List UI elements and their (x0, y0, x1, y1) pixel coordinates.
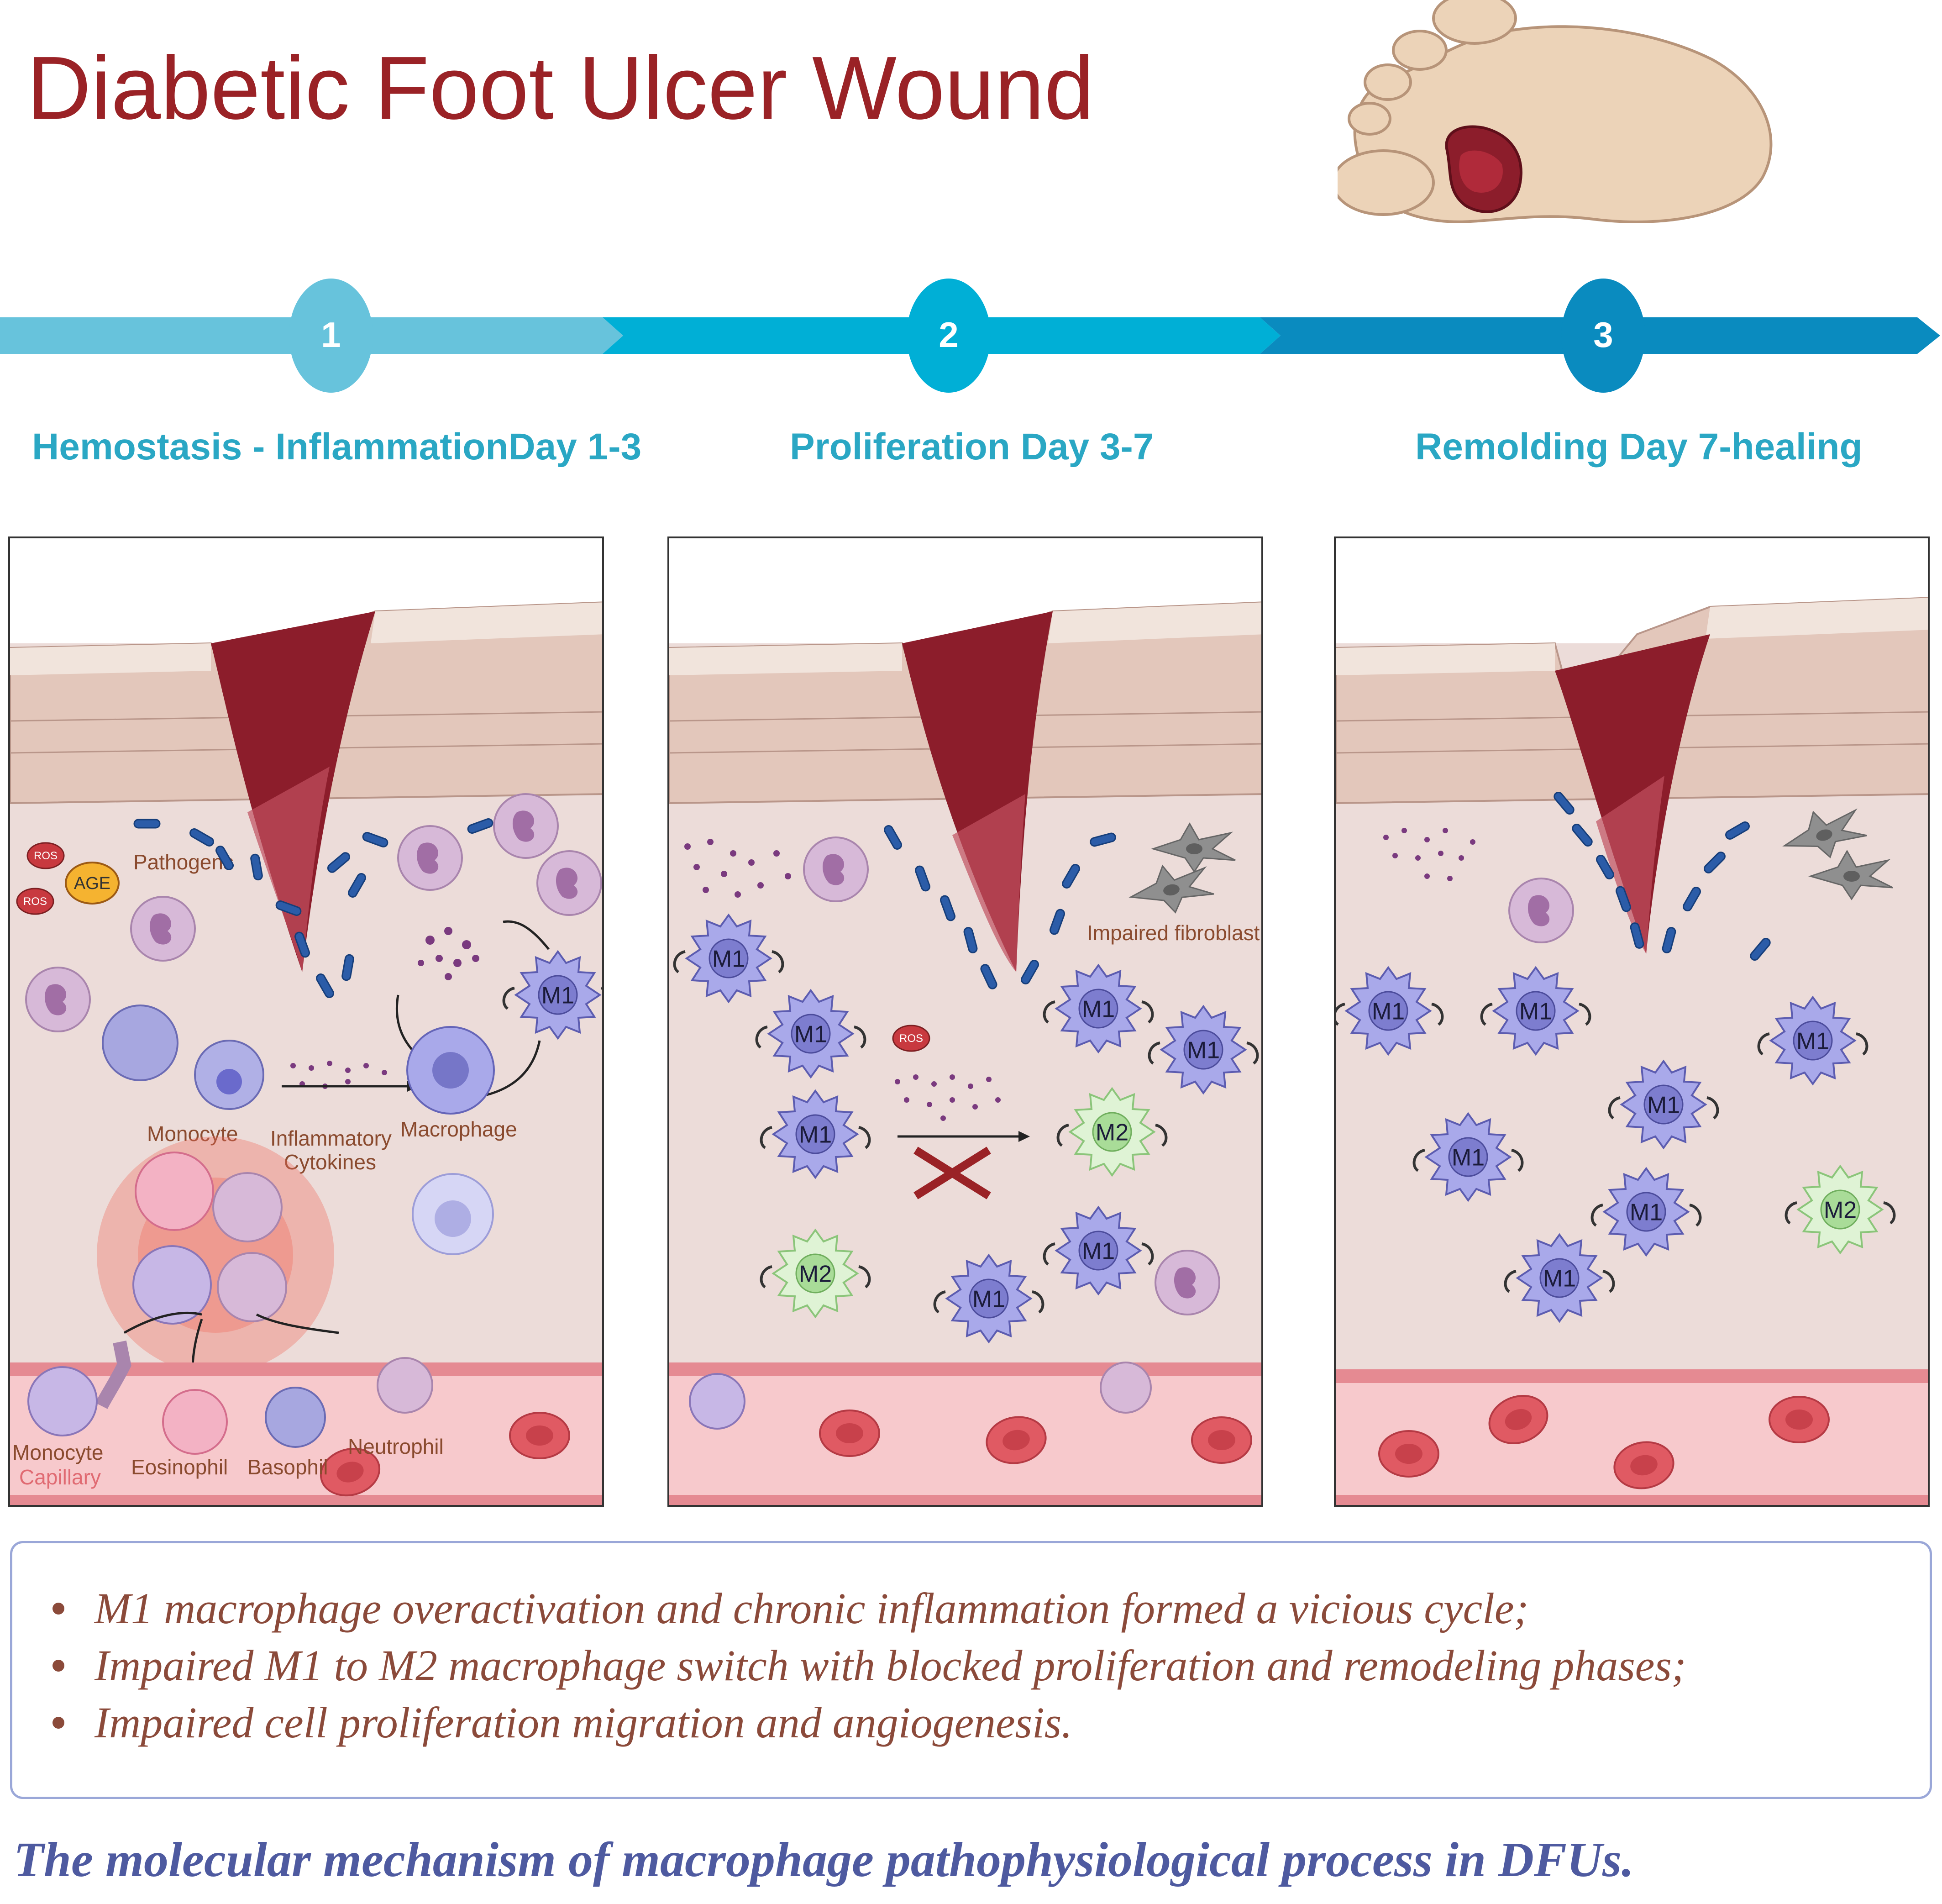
m1-label: M1 (1082, 1238, 1115, 1265)
m2-label: M2 (799, 1261, 832, 1288)
m1-label: M1 (541, 983, 574, 1009)
ros-molecule (16, 888, 54, 915)
foot-ulcer-illustration (1338, 0, 1773, 223)
phase-1-label: Hemostasis - InflammationDay 1-3 (32, 426, 642, 468)
phase-2-number: 2 (939, 315, 958, 355)
bullet-icon (52, 1603, 64, 1615)
figure-caption: The molecular mechanism of macrophage pa… (14, 1833, 1634, 1887)
cytokines-label-2: Cytokines (284, 1150, 376, 1174)
neutrophil-label: Neutrophil (348, 1435, 444, 1458)
phase-1-number: 1 (321, 315, 341, 355)
m1-label: M1 (1452, 1145, 1485, 1171)
m2-label: M2 (1096, 1120, 1128, 1146)
monocyte-cell (102, 1005, 178, 1081)
m1-label: M1 (1543, 1266, 1576, 1292)
m1-label: M1 (799, 1122, 832, 1148)
eosinophil-cell (135, 1152, 214, 1231)
ros-molecule (26, 842, 65, 869)
summary-box: M1 macrophage overactivation and chronic… (10, 1541, 1932, 1799)
phase-3-marker (1561, 279, 1645, 393)
m1-label: M1 (1630, 1199, 1663, 1226)
bullet-icon (52, 1717, 64, 1729)
m1-label: M1 (1187, 1037, 1220, 1064)
age-molecule (65, 862, 120, 905)
phase-2-marker (907, 279, 991, 393)
summary-point-3: Impaired cell proliferation migration an… (94, 1698, 1073, 1747)
m1-label: M1 (972, 1286, 1005, 1313)
m2-label: M2 (1824, 1197, 1857, 1224)
cytokines-label-1: Inflammatory (270, 1126, 392, 1150)
phase-3-label: Remolding Day 7-healing (1415, 426, 1863, 468)
panel-inflammation: ROS ROS AGE Pathogens (8, 536, 604, 1507)
phase-3-number: 3 (1593, 315, 1613, 355)
bullet-icon (52, 1660, 64, 1672)
ros-label: ROS (899, 1032, 923, 1045)
monocyte-label: Monocyte (147, 1122, 238, 1146)
ros-label: ROS (23, 895, 47, 908)
eosinophil-label: Eosinophil (131, 1455, 228, 1479)
age-label: AGE (74, 874, 110, 893)
m1-label: M1 (1796, 1028, 1829, 1055)
m1-label: M1 (1372, 999, 1405, 1025)
summary-point-1: M1 macrophage overactivation and chronic… (94, 1584, 1529, 1633)
page-title: Diabetic Foot Ulcer Wound (26, 38, 1094, 138)
pathogen (133, 819, 161, 829)
impaired-fibroblast-label: Impaired fibroblast (1087, 921, 1260, 945)
phase-1-marker (289, 279, 373, 393)
panel-proliferation: Impaired fibroblast M1 M1 M1 M1 M1 M1 M1… (667, 536, 1263, 1507)
m1-label: M1 (794, 1021, 827, 1048)
phase-timeline: 1 2 3 (0, 279, 1940, 393)
monocyte-vessel-label: Monocyte (12, 1441, 103, 1464)
m1-label: M1 (1519, 999, 1552, 1025)
capillary-label: Capillary (19, 1465, 101, 1489)
basophil-label: Basophil (247, 1455, 328, 1479)
m1-label: M1 (1082, 996, 1115, 1023)
m1-label: M1 (712, 946, 745, 973)
panel-remodeling: M1 M1 M1 M1 M1 M1 M1 M2 (1334, 536, 1930, 1507)
m1-label: M1 (1647, 1092, 1680, 1119)
phase-2-label: Proliferation Day 3-7 (790, 426, 1154, 468)
wound-cleft (1555, 634, 1710, 954)
summary-point-2: Impaired M1 to M2 macrophage switch with… (94, 1641, 1686, 1690)
ros-label: ROS (34, 850, 58, 862)
macrophage-label: Macrophage (400, 1117, 517, 1141)
